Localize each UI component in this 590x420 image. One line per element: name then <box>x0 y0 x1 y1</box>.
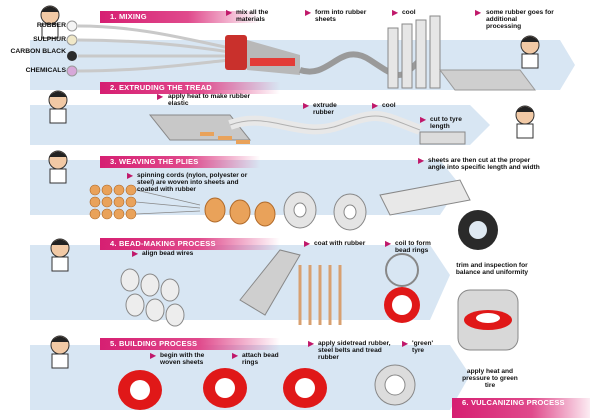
vulcanizing-press <box>457 289 519 351</box>
section-title-mixing: 1. MIXING <box>100 11 260 23</box>
pointer-arrow-icon: ▶ <box>304 239 311 248</box>
pointer-arrow-icon: ▶ <box>305 8 312 17</box>
ingredient-sulphur: SULPHUR <box>33 36 66 43</box>
pointer-arrow-icon: ▶ <box>157 92 164 101</box>
section-title-vulcanizing: 6. VULCANIZING PROCESS <box>452 398 590 418</box>
note-form-sheets: form into rubber sheets <box>315 9 367 23</box>
pointer-arrow-icon: ▶ <box>475 8 482 17</box>
pointer-arrow-icon: ▶ <box>385 239 392 248</box>
pointer-arrow-icon: ▶ <box>418 156 425 165</box>
narrator-figures <box>40 5 540 369</box>
note-attach-bead-rings: attach bead rings <box>242 352 279 366</box>
ingredient-streams <box>77 24 231 73</box>
ingredient-rubber: RUBBER <box>36 22 66 29</box>
note-cool-sheets: cool <box>402 9 416 16</box>
section-title-building: 5. BUILDING PROCESS <box>100 338 280 350</box>
ingredient-chemicals: CHEMICALS <box>25 67 66 74</box>
note-coil-bead-rings: coil to form bead rings <box>395 240 431 254</box>
mixer-machine <box>225 35 300 75</box>
pointer-arrow-icon: ▶ <box>303 101 310 110</box>
note-trim-inspection: trim and inspection for balance and unif… <box>455 262 529 276</box>
pointer-arrow-icon: ▶ <box>392 8 399 17</box>
extruder <box>148 110 466 145</box>
section-title-extruding: 2. EXTRUDING THE TREAD <box>100 82 280 94</box>
note-additional-processing: some rubber goes for additional processi… <box>486 9 554 30</box>
note-coat-rubber: coat with rubber <box>314 240 366 247</box>
note-mix-all: mix all the materials <box>236 9 269 23</box>
bead-wires <box>120 249 420 327</box>
section-title-bead-making: 4. BEAD-MAKING PROCESS <box>100 238 280 250</box>
note-heat-pressure: apply heat and pressure to green tire <box>462 368 518 389</box>
note-cut-tyre-length: cut to tyre length <box>430 116 462 130</box>
note-sheets-cut: sheets are then cut at the proper angle … <box>428 157 540 171</box>
pointer-arrow-icon: ▶ <box>127 171 134 180</box>
building-drums <box>118 364 416 410</box>
trimmed-tyre <box>458 210 498 250</box>
note-align-bead: align bead wires <box>142 250 194 257</box>
note-green-tyre: 'green' tyre <box>412 340 434 354</box>
note-extrude: extrude rubber <box>313 102 337 116</box>
note-sidetread: apply sidetread rubber, steel belts and … <box>318 340 391 361</box>
ingredient-balls <box>66 20 78 77</box>
note-apply-heat: apply heat to make rubber elastic <box>168 93 251 107</box>
weaving-rolls <box>89 179 471 231</box>
pointer-arrow-icon: ▶ <box>232 351 239 360</box>
note-spinning-cords: spinning cords (nylon, polyester or stee… <box>137 172 248 193</box>
pointer-arrow-icon: ▶ <box>226 8 233 17</box>
pointer-arrow-icon: ▶ <box>372 101 379 110</box>
pointer-arrow-icon: ▶ <box>420 115 427 124</box>
section-title-weaving: 3. WEAVING THE PLIES <box>100 156 260 168</box>
pointer-arrow-icon: ▶ <box>402 339 409 348</box>
pointer-arrow-icon: ▶ <box>132 249 139 258</box>
pointer-arrow-icon: ▶ <box>308 339 315 348</box>
sheet-rollers <box>299 15 536 91</box>
ingredient-carbon-black: CARBON BLACK <box>10 48 66 55</box>
pointer-arrow-icon: ▶ <box>150 351 157 360</box>
note-cool-tread: cool <box>382 102 396 109</box>
note-woven-sheets: begin with the woven sheets <box>160 352 205 366</box>
